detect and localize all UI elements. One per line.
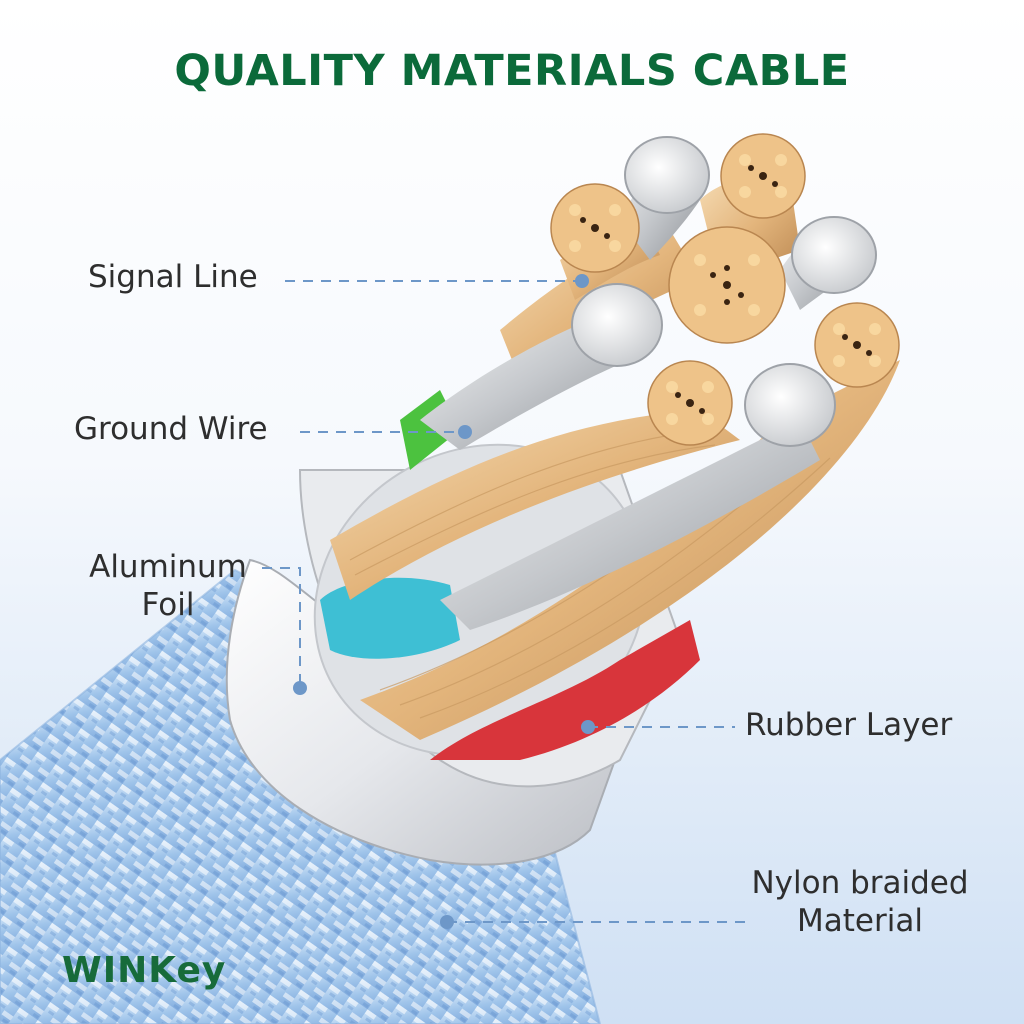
label-rubber-layer: Rubber Layer: [745, 707, 953, 743]
brand-logo: WINKey: [62, 950, 227, 991]
label-nylon-line1: Nylon braided: [751, 865, 969, 901]
silver-cap: [624, 136, 710, 214]
silver-cap: [744, 363, 836, 447]
page-title: QUALITY MATERIALS CABLE: [174, 46, 850, 96]
label-signal-line: Signal Line: [88, 259, 258, 295]
label-nylon-line2: Material: [797, 903, 923, 939]
leader-aluminum-foil: [262, 567, 301, 688]
label-aluminum-foil-line1: Aluminum: [89, 549, 247, 585]
label-aluminum-foil-line2: Foil: [141, 587, 195, 623]
label-aluminum-foil: Aluminum Foil: [78, 548, 258, 624]
label-ground-wire: Ground Wire: [74, 411, 268, 447]
silver-cap: [571, 283, 663, 367]
label-nylon-braided: Nylon braided Material: [735, 864, 985, 940]
cyan-wire: [320, 577, 460, 659]
red-wire: [430, 620, 700, 760]
silver-wire-center: [440, 420, 820, 630]
silver-wire-upper: [420, 320, 630, 450]
silver-cap: [791, 216, 877, 294]
